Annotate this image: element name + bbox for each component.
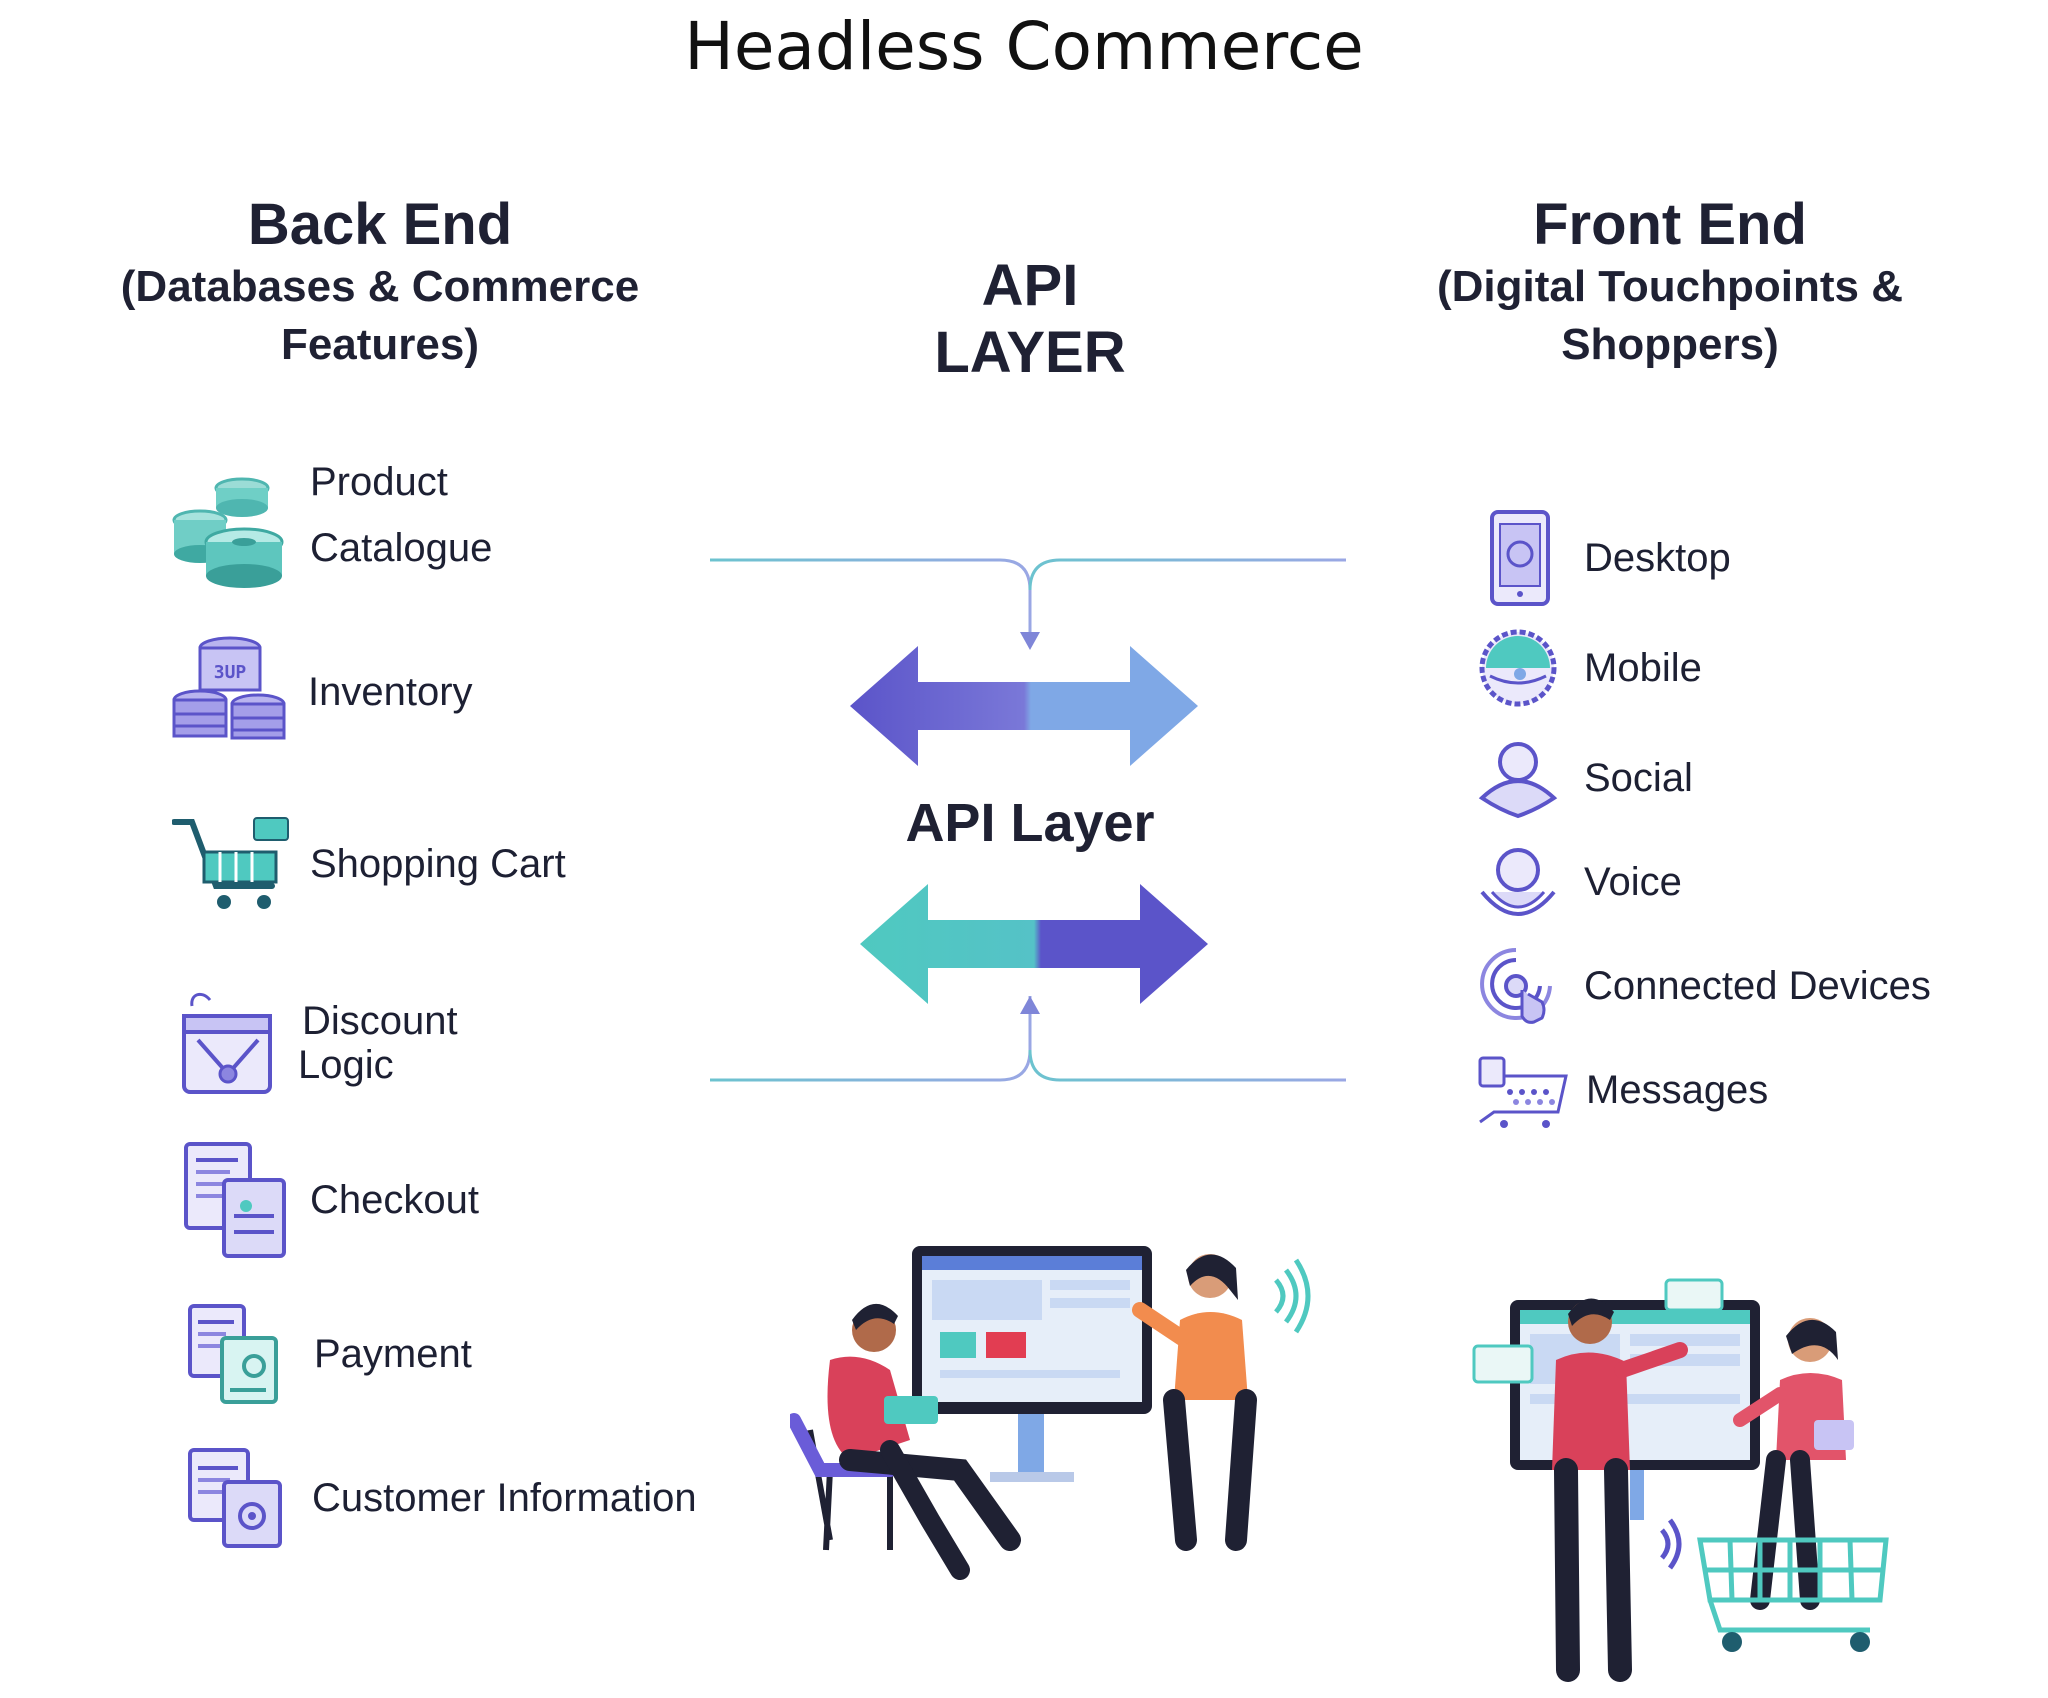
payment-label: Payment: [314, 1332, 472, 1376]
shopping-cart-icon: [172, 817, 289, 909]
back-end-subtitle-line2: Features): [280, 320, 480, 369]
up-arrow-head: [1020, 996, 1040, 1014]
product-label: Product: [310, 460, 448, 504]
messages-label: Messages: [1586, 1068, 1769, 1112]
connected-devices-label: Connected Devices: [1584, 964, 1931, 1008]
database-stack-icon: [172, 477, 284, 588]
api-box-top-right-connector: [1028, 558, 1346, 591]
checkout-documents-icon: [184, 1142, 286, 1258]
customer-information-label: Customer Information: [312, 1476, 697, 1520]
back-end-item-inventory: 3UP Inventory: [172, 634, 473, 750]
front-end-item-voice: Voice: [1476, 840, 1682, 924]
mobile-badge-icon: [1479, 629, 1557, 707]
inventory-label: Inventory: [308, 670, 473, 714]
front-end-title: Front End: [1533, 192, 1807, 257]
messages-icon: [1478, 1056, 1568, 1128]
api-layer-diagram: [708, 558, 1348, 1082]
back-end-item-product-catalogue: Product Catalogue: [172, 460, 492, 590]
payment-documents-icon: [188, 1304, 278, 1404]
discount-label: Discount: [302, 999, 458, 1043]
back-end-subtitle-line1: (Databases & Commerce: [120, 262, 640, 311]
api-box-top-left-connector: [710, 558, 1032, 646]
inventory-database-icon: 3UP: [172, 636, 286, 740]
back-end-item-discount-logic: Discount Logic: [172, 988, 458, 1098]
front-end-heading: Front End (Digital Touchpoints & Shopper…: [1410, 192, 1930, 374]
logic-label: Logic: [298, 1043, 394, 1087]
back-end-item-shopping-cart: Shopping Cart: [172, 812, 566, 916]
desktop-label: Desktop: [1584, 536, 1731, 580]
front-end-item-messages: Messages: [1476, 1052, 1768, 1128]
front-end-subtitle-line2: Shoppers): [1561, 320, 1779, 369]
back-end-item-checkout: Checkout: [178, 1140, 479, 1260]
front-end-item-desktop: Desktop: [1478, 508, 1731, 608]
voice-user-icon: [1480, 848, 1556, 916]
shoppers-with-cart-illustration: [1472, 1278, 1889, 1682]
voice-label: Voice: [1584, 860, 1682, 904]
api-layer-heading: API LAYER: [934, 253, 1126, 385]
front-end-item-social: Social: [1476, 736, 1693, 820]
api-box-bottom-right-connector: [1028, 1049, 1346, 1082]
mobile-label: Mobile: [1584, 646, 1702, 690]
social-user-icon: [1478, 742, 1558, 819]
connected-device-icon: [1480, 948, 1552, 1024]
page-title: Headless Commerce: [684, 8, 1364, 85]
discount-logic-label: Discount Logic: [298, 999, 458, 1087]
bottom-double-arrow: [860, 884, 1208, 1004]
back-end-title: Back End: [247, 192, 513, 257]
product-catalogue-label: Product Catalogue: [310, 460, 492, 570]
back-end-heading: Back End (Databases & Commerce Features): [110, 192, 650, 374]
customer-info-icon: [188, 1448, 282, 1548]
top-double-arrow: [850, 646, 1198, 766]
shopping-cart-label: Shopping Cart: [310, 842, 566, 886]
discount-tag-icon: [182, 992, 272, 1094]
api-layer-center-label: API Layer: [905, 793, 1155, 853]
back-end-item-payment: Payment: [186, 1302, 472, 1406]
down-arrow-head: [1020, 632, 1040, 650]
social-label: Social: [1584, 756, 1693, 800]
back-end-item-customer-information: Customer Information: [186, 1446, 697, 1550]
api-box-bottom-left-connector: [710, 996, 1032, 1082]
front-end-item-mobile: Mobile: [1476, 626, 1702, 710]
svg-text:3UP: 3UP: [214, 662, 247, 683]
desktop-device-icon: [1490, 510, 1550, 606]
checkout-label: Checkout: [310, 1178, 479, 1222]
front-end-item-connected-devices: Connected Devices: [1476, 944, 1931, 1028]
front-end-subtitle-line1: (Digital Touchpoints &: [1436, 262, 1904, 311]
shoppers-at-screen-illustration: [790, 1246, 1311, 1580]
catalogue-label: Catalogue: [310, 526, 493, 570]
